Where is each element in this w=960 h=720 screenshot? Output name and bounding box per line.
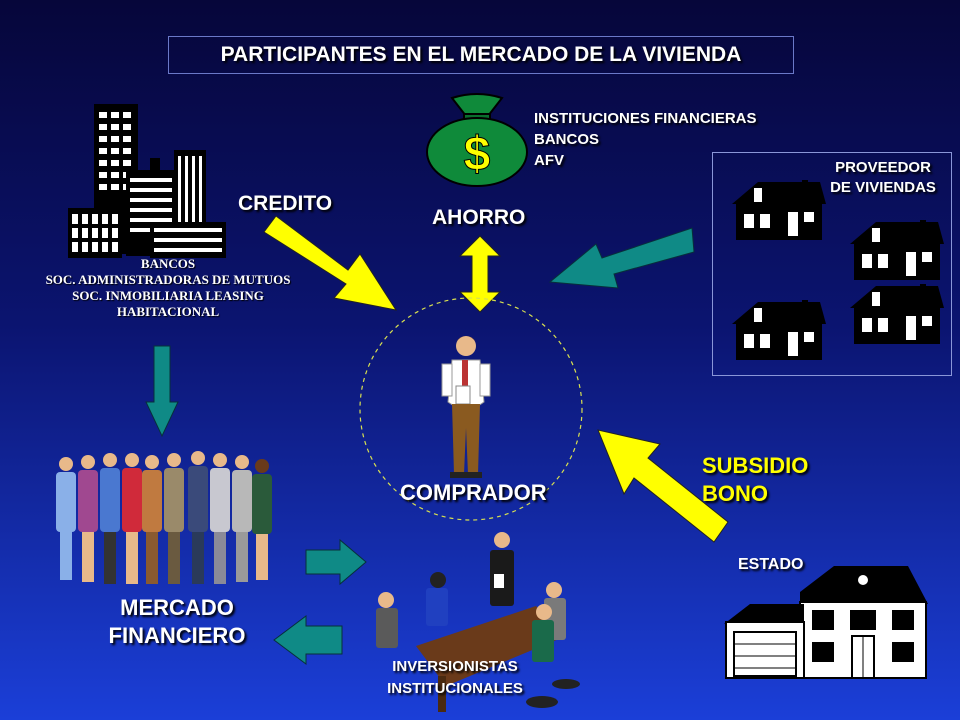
credito-arrow-icon xyxy=(263,215,398,311)
subsidio-label-block: SUBSIDIO BONO xyxy=(702,452,808,508)
credito-label: CREDITO xyxy=(238,192,333,215)
inversionistas-to-mercado-arrow-icon xyxy=(273,615,343,665)
ahorro-label: AHORRO xyxy=(432,206,526,229)
subsidio-arrow-icon xyxy=(597,429,729,543)
ahorro-double-arrow-icon xyxy=(458,235,502,313)
buyer-person-icon xyxy=(441,336,491,478)
instituciones-financieras-label: INSTITUCIONES FINANCIERAS xyxy=(534,110,757,127)
crowd-people-icon xyxy=(56,451,272,584)
office-buildings-icon xyxy=(68,104,226,258)
inversionistas-label-block: INVERSIONISTAS INSTITUCIONALES xyxy=(358,656,552,700)
bancos-down-arrow-icon xyxy=(145,345,179,438)
bancos-label: BANCOS xyxy=(140,256,196,271)
bancos-financial-label: BANCOS xyxy=(534,131,600,148)
proveedor-arrow-icon xyxy=(548,227,695,289)
estado-label: ESTADO xyxy=(738,556,804,573)
mercado-label: MERCADO xyxy=(120,595,234,620)
instituciones-label-block: INSTITUCIONES FINANCIERAS BANCOS AFV xyxy=(534,108,757,171)
habitacional-label: HABITACIONAL xyxy=(116,304,220,319)
soc-administradoras-label: SOC. ADMINISTRADORAS DE MUTUOS xyxy=(45,272,291,287)
house-icon xyxy=(850,284,944,344)
comprador-label: COMPRADOR xyxy=(400,480,547,505)
mercado-to-inversionistas-arrow-icon xyxy=(305,538,367,586)
svg-text:$: $ xyxy=(464,128,491,181)
comprador-circle xyxy=(359,297,583,521)
money-bag-icon: $ xyxy=(426,93,528,187)
institucionales-label: INSTITUCIONALES xyxy=(387,680,523,697)
government-building-icon xyxy=(724,566,928,679)
de-viviendas-label: DE VIVIENDAS xyxy=(830,179,936,196)
meeting-table-icon xyxy=(376,532,580,712)
soc-inmobiliaria-label: SOC. INMOBILIARIA LEASING xyxy=(72,288,264,303)
proveedor-label-block: PROVEEDOR DE VIVIENDAS xyxy=(800,158,960,198)
subsidio-label: SUBSIDIO xyxy=(702,453,809,478)
financiero-label: FINANCIERO xyxy=(108,623,246,648)
house-icon xyxy=(732,300,826,360)
title-box: PARTICIPANTES EN EL MERCADO DE LA VIVIEN… xyxy=(168,36,794,74)
inversionistas-label: INVERSIONISTAS xyxy=(392,658,518,675)
afv-label: AFV xyxy=(534,152,564,169)
page-title: PARTICIPANTES EN EL MERCADO DE LA VIVIEN… xyxy=(220,43,742,66)
proveedor-box xyxy=(712,152,952,376)
bancos-label-block: BANCOS SOC. ADMINISTRADORAS DE MUTUOS SO… xyxy=(10,256,326,320)
proveedor-label: PROVEEDOR xyxy=(835,159,931,176)
mercado-label-block: MERCADO FINANCIERO xyxy=(92,594,262,650)
bono-label: BONO xyxy=(702,481,768,506)
house-icon xyxy=(850,220,944,280)
house-icon xyxy=(732,180,826,240)
